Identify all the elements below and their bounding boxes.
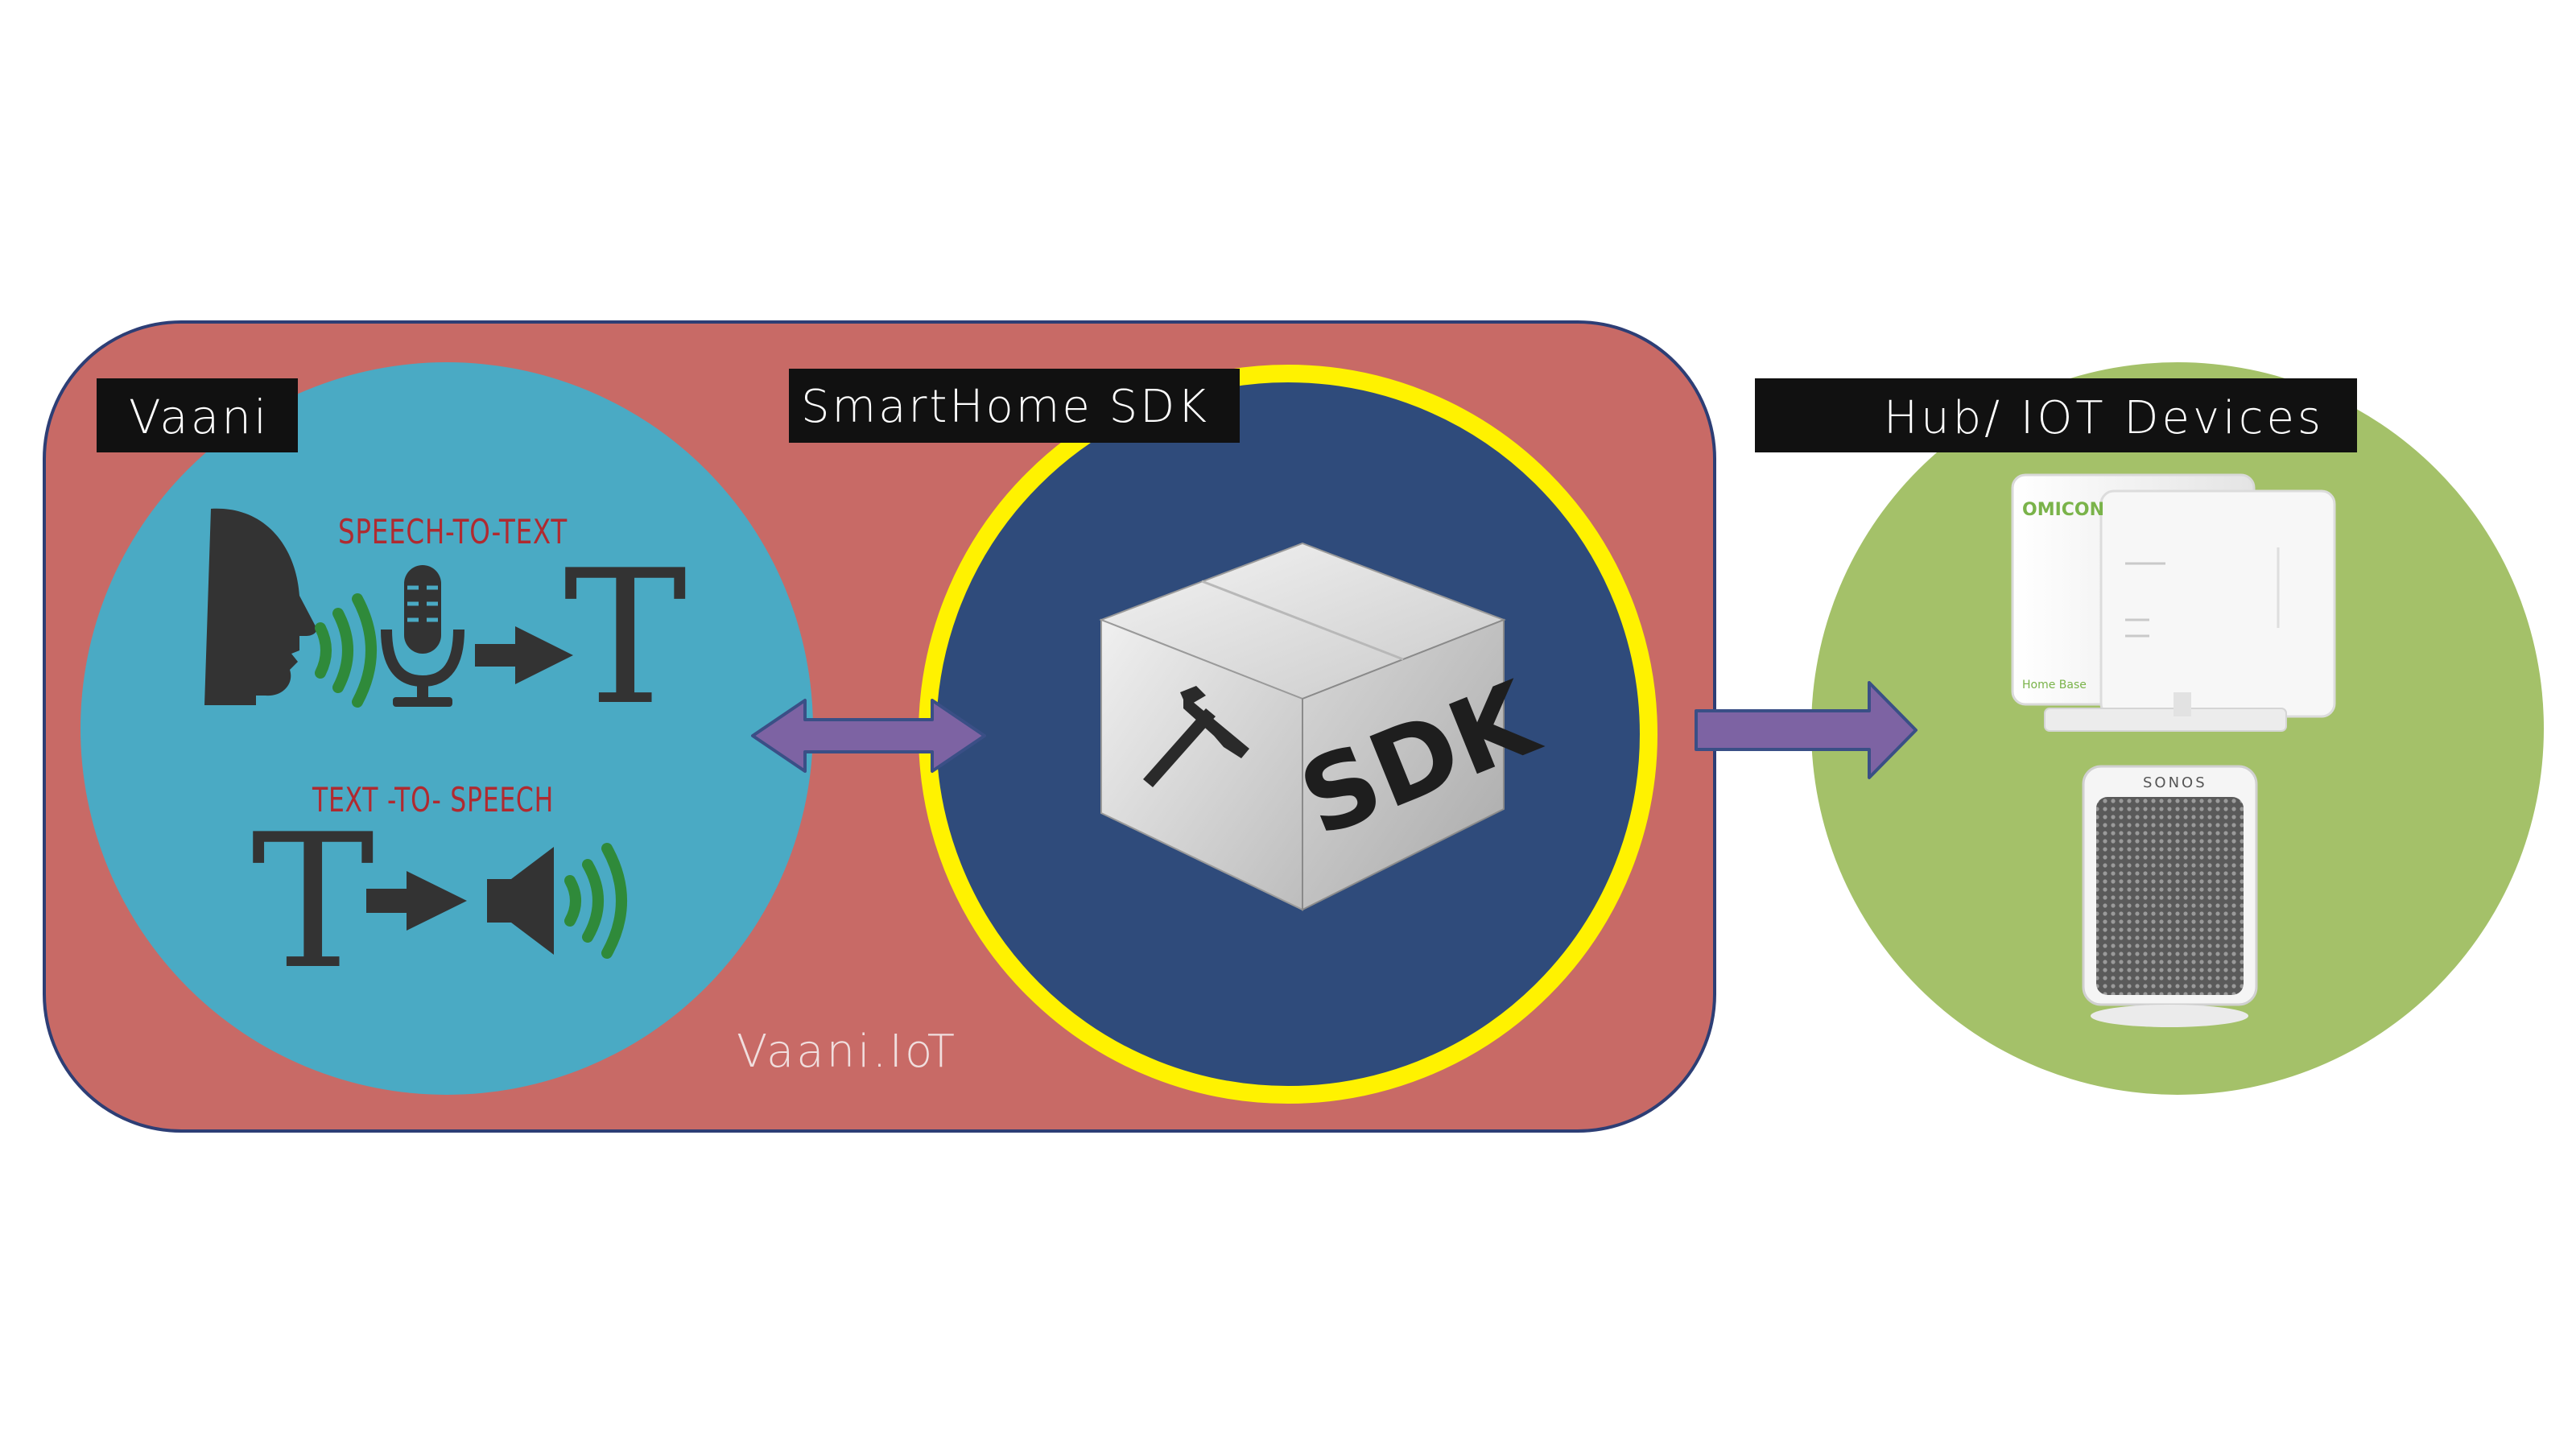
speaking-head-icon (204, 508, 317, 705)
hub-brand: OMICON (2022, 500, 2104, 520)
hammer-icon (1143, 686, 1249, 787)
bidirectional-arrow (751, 699, 986, 773)
vaani-label-box (97, 378, 298, 452)
speech-wave-icon (315, 593, 377, 708)
speech-to-text-label: SPEECH-TO-TEXT (338, 512, 568, 551)
arrow-right-icon (475, 626, 573, 684)
arrow-right-icon-2 (366, 871, 467, 931)
sdk-label: SmartHome SDK (801, 381, 1209, 433)
hub-device-icon: OMICON Home Base (2011, 473, 2336, 732)
microphone-grille-lines (407, 585, 438, 622)
hub-label: Hub/ IOT Devices (1884, 392, 2324, 444)
speaker-wave-icon (564, 843, 627, 959)
text-glyph-1: T (564, 531, 687, 746)
vaani-label: Vaani (129, 390, 269, 444)
hub-caption: Home Base (2022, 679, 2087, 691)
vaani-circle (80, 362, 813, 1095)
hub-label-box (1755, 378, 2357, 452)
sonos-speaker-icon: SONOS (2082, 765, 2258, 1027)
sdk-box-icon (1099, 542, 1506, 911)
sdk-label-box (789, 369, 1240, 443)
text-to-speech-label: TEXT -TO- SPEECH (312, 780, 554, 819)
vaani-iot-label: Vaani.IoT (737, 1026, 957, 1078)
sdk-to-hub-arrow (1695, 681, 1918, 779)
speaker-brand: SONOS (2143, 774, 2207, 791)
speaker-icon (487, 847, 554, 955)
text-glyph-2: T (251, 795, 374, 1010)
